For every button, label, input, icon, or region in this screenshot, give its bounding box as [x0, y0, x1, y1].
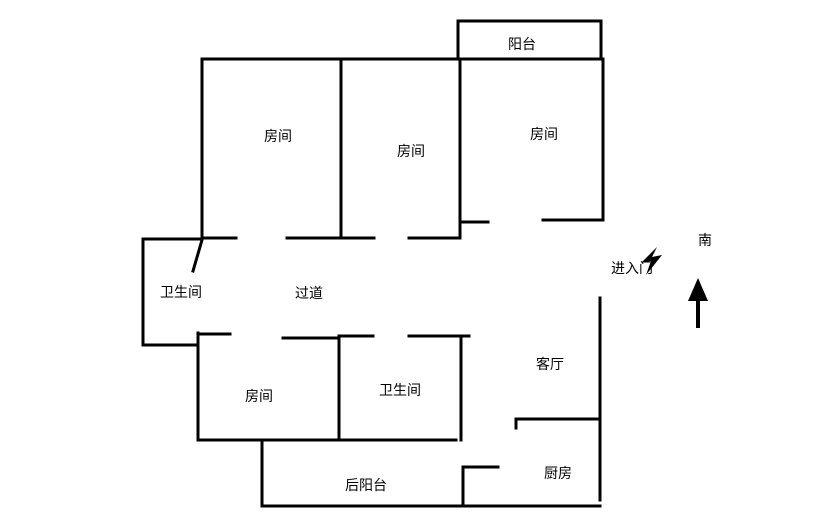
entrance-arrow-icon	[641, 247, 662, 275]
room-label-bedroom-2: 房间	[397, 144, 425, 160]
room-label-balcony: 阳台	[508, 37, 536, 53]
room-labels: 房间 房间 房间 阳台 卫生间 过道 房间 卫生间 客厅 厨房 后阳台 进入门	[160, 37, 653, 494]
walls	[141, 19, 605, 508]
room-label-living-room: 客厅	[536, 356, 564, 373]
compass: 南	[688, 233, 712, 328]
entrance-label: 进入门	[611, 261, 653, 277]
room-label-bedroom-3: 房间	[530, 127, 558, 143]
room-label-rear-balcony: 后阳台	[345, 478, 387, 494]
room-label-corridor: 过道	[295, 286, 323, 302]
room-label-bedroom-4: 房间	[245, 389, 273, 405]
room-label-kitchen: 厨房	[544, 466, 572, 482]
room-label-bathroom-1: 卫生间	[160, 285, 202, 301]
compass-label: 南	[698, 233, 712, 249]
room-label-bathroom-2: 卫生间	[379, 383, 421, 399]
arrow-up-icon	[688, 278, 708, 328]
entrance-mark	[641, 247, 662, 275]
room-label-bedroom-1: 房间	[264, 129, 292, 145]
wall-bath1-door	[191, 238, 204, 273]
